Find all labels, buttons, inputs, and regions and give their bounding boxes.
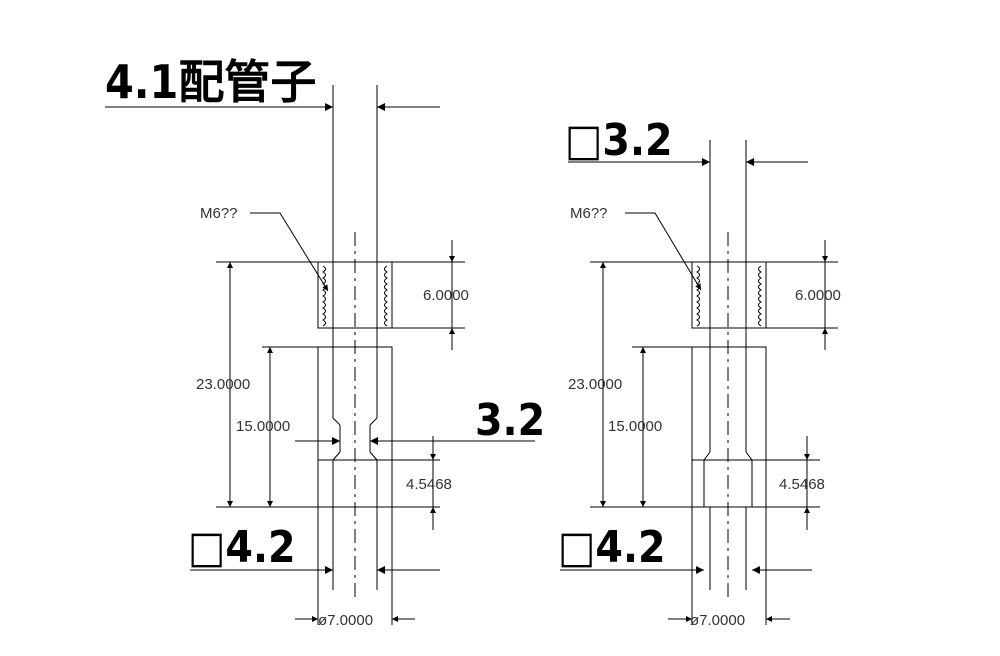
right-thread-leader — [625, 212, 702, 291]
right-dim-od: ø7.0000 — [690, 612, 745, 629]
right-dim-bottom: 4.5468 — [779, 476, 825, 493]
left-dim-thread-len: 6.0000 — [423, 287, 469, 304]
left-thread-right — [384, 265, 388, 327]
right-thread-right — [758, 265, 762, 327]
right-thread-outline — [691, 261, 767, 329]
right-dim-total: 23.0000 — [568, 376, 622, 393]
left-thread-leader — [250, 212, 329, 292]
left-dim-upper: 15.0000 — [236, 418, 290, 435]
left-dim-bottom: 4.5468 — [406, 476, 452, 493]
left-title: 4.1配管子 — [105, 55, 316, 109]
right-thread-left — [696, 265, 700, 327]
right-dim-bore: □4.2 — [558, 522, 666, 573]
left-thread-outline — [317, 261, 393, 329]
left-dim-od: ø7.0000 — [318, 612, 373, 629]
left-dim-bore: □4.2 — [188, 522, 296, 573]
right-part-drawing: □3.2 M6?? — [558, 115, 841, 629]
right-dim-top-bore: □3.2 — [565, 115, 673, 166]
right-dim-upper: 15.0000 — [608, 418, 662, 435]
right-thread-note: M6?? — [570, 205, 608, 222]
left-dim-total: 23.0000 — [196, 376, 250, 393]
right-dim-thread-len: 6.0000 — [795, 287, 841, 304]
left-dim-neck: 3.2 — [475, 395, 545, 446]
left-thread-note: M6?? — [200, 205, 238, 222]
left-thread-left — [322, 265, 326, 327]
right-body-outline — [691, 346, 767, 508]
left-part-drawing: 4.1配管子 M6?? — [105, 55, 545, 629]
